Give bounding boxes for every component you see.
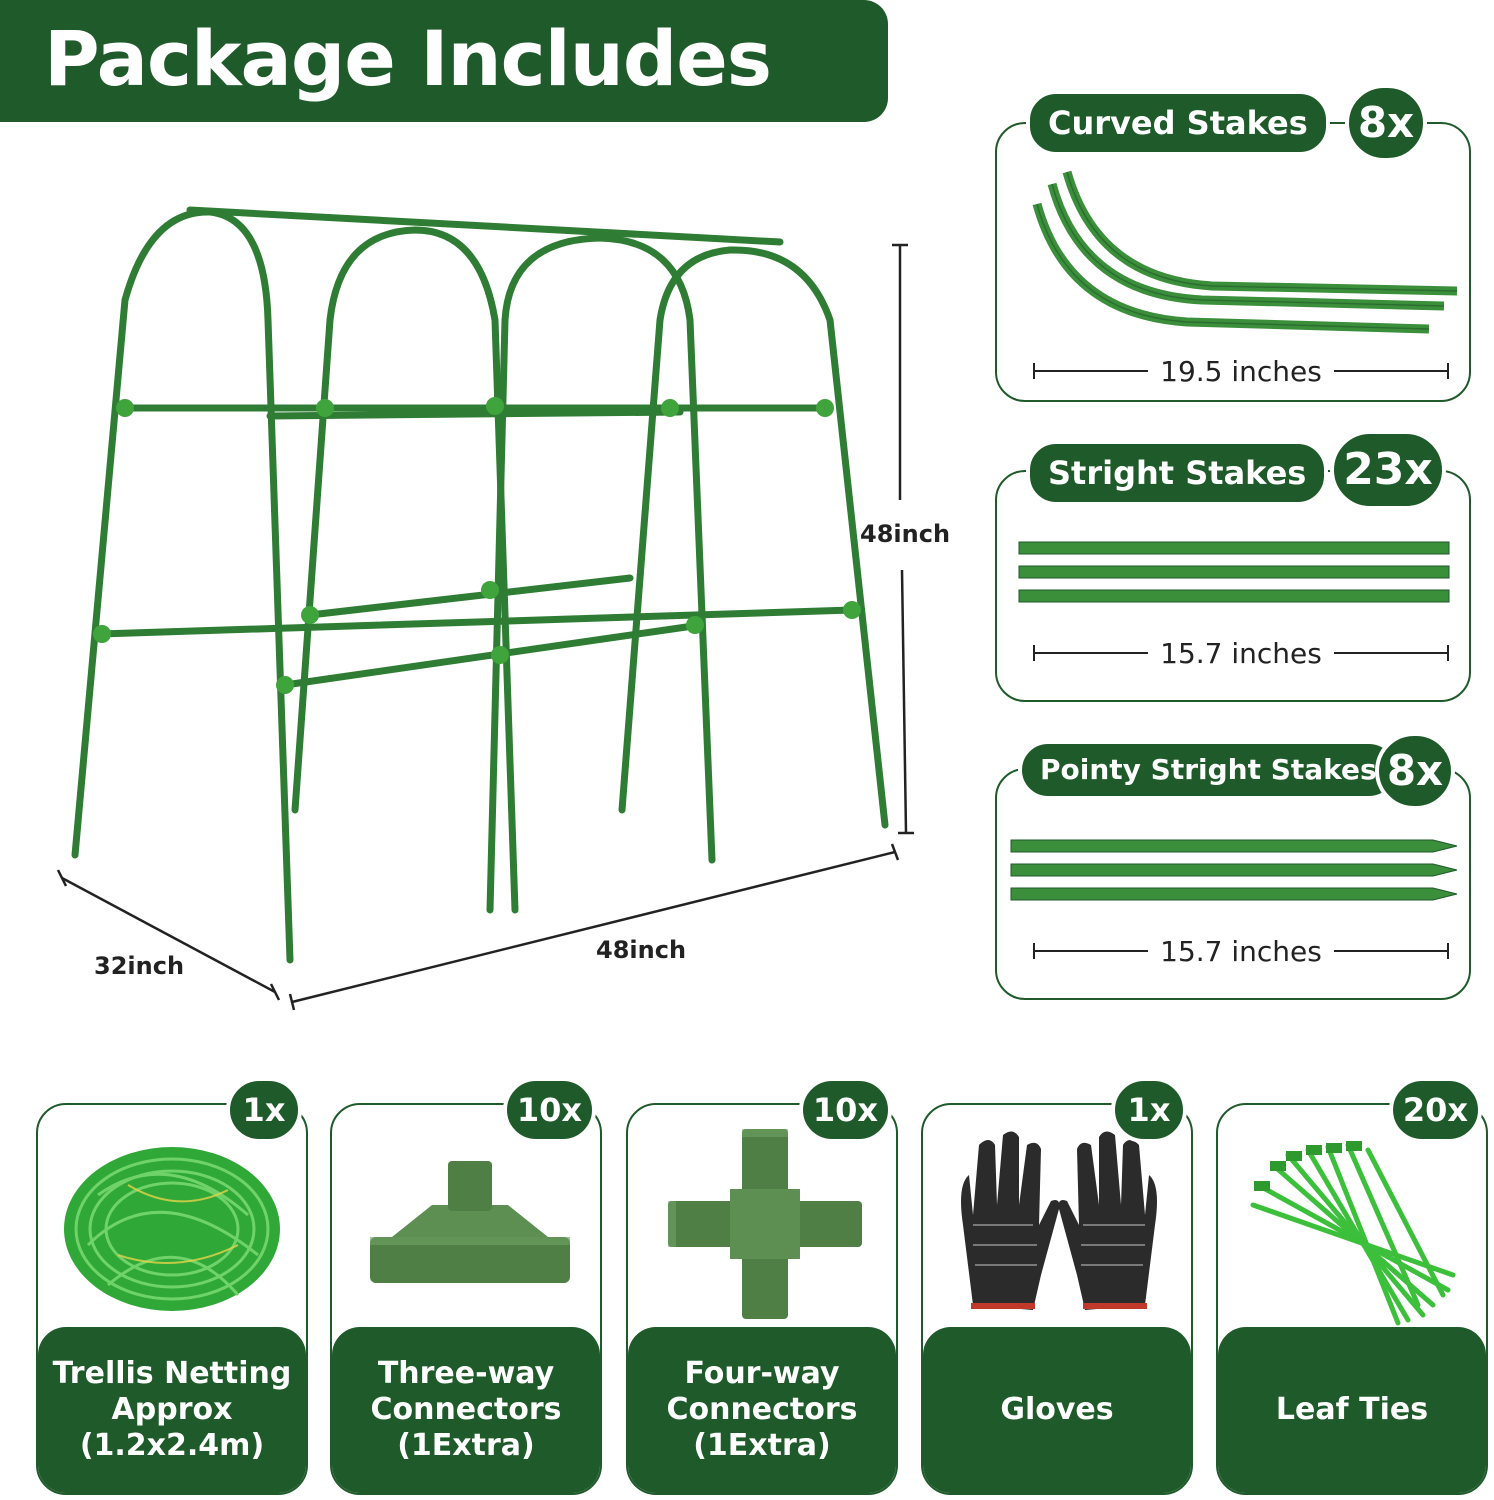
gloves-card: 1x Gloves bbox=[921, 1077, 1193, 1495]
pointy-stakes-length: 15.7 inches bbox=[1160, 934, 1322, 968]
package-banner: Package Includes bbox=[0, 0, 888, 122]
curved-stakes-qty: 8x bbox=[1345, 84, 1427, 162]
three-way-connectors-label: Three-way Connectors (1Extra) bbox=[332, 1327, 600, 1493]
straight-stakes-qty: 23x bbox=[1330, 430, 1446, 510]
curved-stakes-icon bbox=[1032, 170, 1458, 334]
pointy-stakes-icon bbox=[1010, 839, 1458, 901]
leaf-ties-icon bbox=[1250, 1141, 1456, 1326]
four-way-label-line-3: (1Extra) bbox=[693, 1428, 831, 1463]
three-way-connector-icon bbox=[370, 1161, 570, 1283]
gloves-icon bbox=[961, 1131, 1157, 1310]
trellis-netting-label: Trellis Netting Approx (1.2x2.4m) bbox=[38, 1327, 306, 1493]
leaf-ties-card: 20x Leaf Ties bbox=[1216, 1077, 1488, 1495]
three-way-connectors-qty: 10x bbox=[502, 1077, 596, 1143]
straight-stakes-length-measure: 15.7 inches bbox=[1033, 636, 1450, 670]
curved-stakes-card: 19.5 inches bbox=[995, 122, 1471, 402]
gloves-label-line-1: Gloves bbox=[1000, 1392, 1114, 1427]
straight-stakes-card: 15.7 inches bbox=[995, 470, 1471, 702]
trellis-netting-label-line-3: (1.2x2.4m) bbox=[79, 1428, 265, 1463]
four-way-connectors-qty: 10x bbox=[798, 1077, 892, 1143]
three-way-connectors-card: 10x Three-way Connectors (1Extra) bbox=[330, 1077, 602, 1495]
trellis-netting-label-line-1: Trellis Netting bbox=[52, 1356, 292, 1391]
leaf-ties-label-line-1: Leaf Ties bbox=[1275, 1392, 1429, 1427]
pointy-stakes-qty: 8x bbox=[1375, 732, 1455, 810]
leaf-ties-label: Leaf Ties bbox=[1218, 1327, 1486, 1493]
pointy-stakes-title: Pointy Stright Stakes bbox=[1018, 740, 1399, 800]
gloves-qty: 1x bbox=[1111, 1077, 1187, 1143]
four-way-connectors-card: 10x Four-way Connectors (1Extra) bbox=[626, 1077, 898, 1495]
straight-stakes-icon bbox=[1018, 541, 1450, 603]
pointy-stakes-card: 15.7 inches bbox=[995, 768, 1471, 1000]
curved-stakes-length: 19.5 inches bbox=[1160, 354, 1322, 388]
width-dimension-label: 48inch bbox=[596, 936, 686, 964]
gloves-label: Gloves bbox=[923, 1327, 1191, 1493]
trellis-frame-illustration: 48inch 48inch 32inch bbox=[56, 206, 950, 1011]
four-way-connectors-label: Four-way Connectors (1Extra) bbox=[628, 1327, 896, 1493]
depth-dimension-label: 32inch bbox=[94, 952, 184, 980]
trellis-netting-label-line-2: Approx bbox=[111, 1392, 233, 1427]
trellis-netting-card: 1x Trellis Netting Approx (1.2x2.4m) bbox=[36, 1077, 308, 1495]
straight-stakes-title: Stright Stakes bbox=[1026, 440, 1329, 506]
height-dimension-label: 48inch bbox=[860, 520, 950, 548]
netting-icon bbox=[64, 1147, 280, 1311]
three-way-label-line-2: Connectors bbox=[370, 1392, 562, 1427]
four-way-label-line-1: Four-way bbox=[684, 1356, 840, 1391]
trellis-netting-qty: 1x bbox=[226, 1077, 302, 1143]
pointy-stakes-length-measure: 15.7 inches bbox=[1033, 934, 1450, 968]
curved-stakes-length-measure: 19.5 inches bbox=[1033, 354, 1450, 388]
four-way-connector-icon bbox=[668, 1129, 862, 1319]
page-title: Package Includes bbox=[44, 14, 772, 103]
three-way-label-line-3: (1Extra) bbox=[397, 1428, 535, 1463]
curved-stakes-title: Curved Stakes bbox=[1026, 90, 1330, 156]
leaf-ties-qty: 20x bbox=[1388, 1077, 1482, 1143]
straight-stakes-length: 15.7 inches bbox=[1160, 636, 1322, 670]
four-way-label-line-2: Connectors bbox=[666, 1392, 858, 1427]
three-way-label-line-1: Three-way bbox=[377, 1356, 555, 1391]
